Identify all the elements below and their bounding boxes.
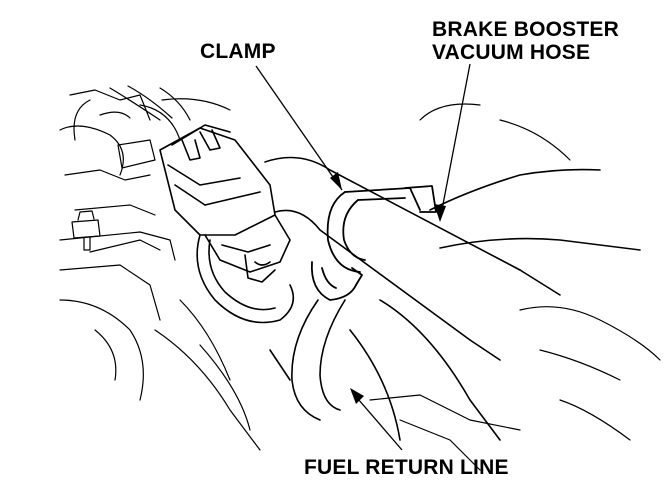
brake-booster-label-line1: BRAKE BOOSTER bbox=[432, 18, 619, 41]
clamp-arrowhead bbox=[330, 172, 342, 190]
wire-harness bbox=[109, 85, 191, 121]
brake-booster-arrowhead bbox=[434, 204, 446, 222]
arrowheads bbox=[330, 172, 446, 404]
fuel-return-line bbox=[269, 299, 346, 421]
brake-booster-vacuum-hose bbox=[264, 156, 641, 441]
brake-booster-vacuum-hose-label: BRAKE BOOSTER VACUUM HOSE bbox=[432, 18, 619, 64]
engine-block-background bbox=[59, 89, 261, 451]
leader-lines bbox=[255, 63, 471, 451]
lower-components bbox=[369, 103, 661, 471]
electrical-connector bbox=[159, 124, 295, 324]
brake-booster-leader-line bbox=[439, 63, 471, 221]
clamp-label: CLAMP bbox=[200, 40, 276, 63]
fuel-return-line-label: FUEL RETURN LINE bbox=[304, 456, 509, 479]
fuel-return-leader-line bbox=[351, 391, 403, 451]
clamp bbox=[310, 185, 437, 301]
brake-booster-label-line2: VACUUM HOSE bbox=[432, 41, 591, 64]
clamp-leader-line bbox=[255, 65, 343, 191]
fuel-return-label-text: FUEL RETURN LINE bbox=[304, 456, 509, 479]
fuel-return-arrowhead bbox=[350, 388, 364, 404]
clamp-label-text: CLAMP bbox=[200, 40, 276, 63]
